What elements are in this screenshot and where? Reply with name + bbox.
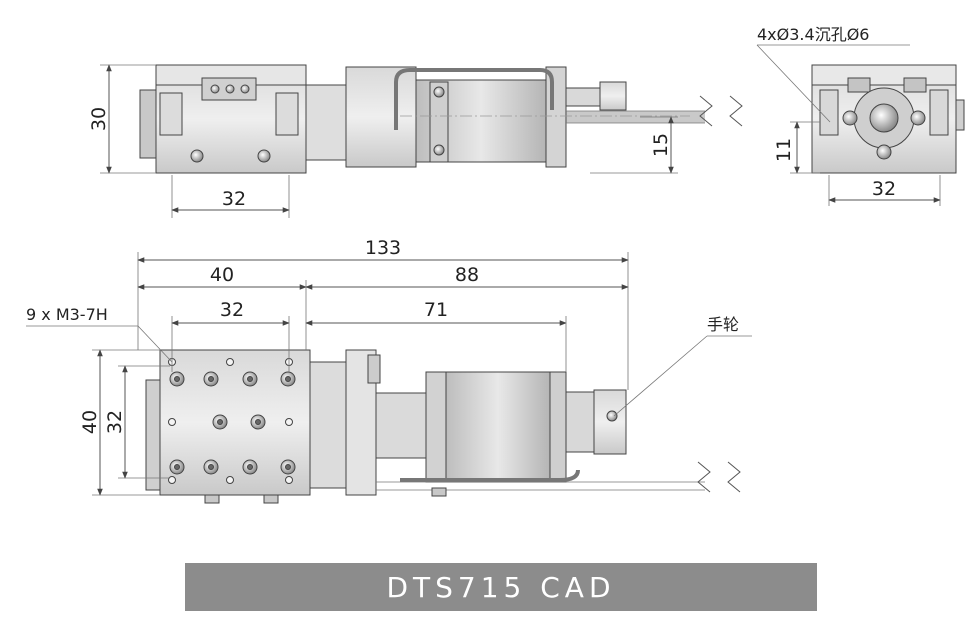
threaded-hole [226, 358, 234, 366]
screw-socket [208, 376, 214, 382]
handwheel-label: 手轮 [707, 315, 739, 334]
top-view [145, 349, 741, 504]
threaded-hole [226, 476, 234, 484]
end-width-dim: 32 [872, 178, 896, 200]
drawing-title: DTS715 CAD [386, 570, 616, 604]
side-axis-dim: 15 [650, 133, 672, 157]
motor-body-dim: 71 [424, 299, 448, 321]
stage-length-dim: 40 [210, 264, 234, 286]
top-view-holes [168, 358, 296, 484]
stage-height-inner-dim: 32 [104, 410, 126, 434]
threaded-hole [285, 418, 293, 426]
screw-socket [247, 376, 253, 382]
top-view-dimensions: 133 40 88 32 71 40 32 9 x M3-7H 手轮 [26, 237, 752, 496]
side-view [139, 64, 743, 174]
screw-socket [174, 376, 180, 382]
screw-socket [217, 419, 223, 425]
total-length-dim: 133 [365, 237, 401, 259]
screw-socket [285, 376, 291, 382]
stage-height-outer-dim: 40 [79, 410, 101, 434]
screw-socket [208, 464, 214, 470]
hole-spacing-dim: 32 [220, 299, 244, 321]
motor-length-dim: 88 [455, 264, 479, 286]
drawing-title-banner: DTS715 CAD [185, 563, 817, 611]
threaded-hole [168, 476, 176, 484]
screw-socket [247, 464, 253, 470]
thread-note: 9 x M3-7H [26, 305, 108, 324]
screw-socket [174, 464, 180, 470]
side-width-dim: 32 [222, 188, 246, 210]
side-view-dimensions: 30 32 15 [88, 64, 678, 218]
threaded-hole [285, 476, 293, 484]
hole-note: 4xØ3.4沉孔Ø6 [757, 25, 869, 44]
end-view-dimensions: 4xØ3.4沉孔Ø6 11 32 [756, 25, 941, 206]
end-view [811, 64, 965, 174]
screw-socket [285, 464, 291, 470]
side-height-dim: 30 [88, 107, 110, 131]
end-height-dim: 11 [773, 138, 795, 162]
threaded-hole [168, 418, 176, 426]
screw-socket [255, 419, 261, 425]
